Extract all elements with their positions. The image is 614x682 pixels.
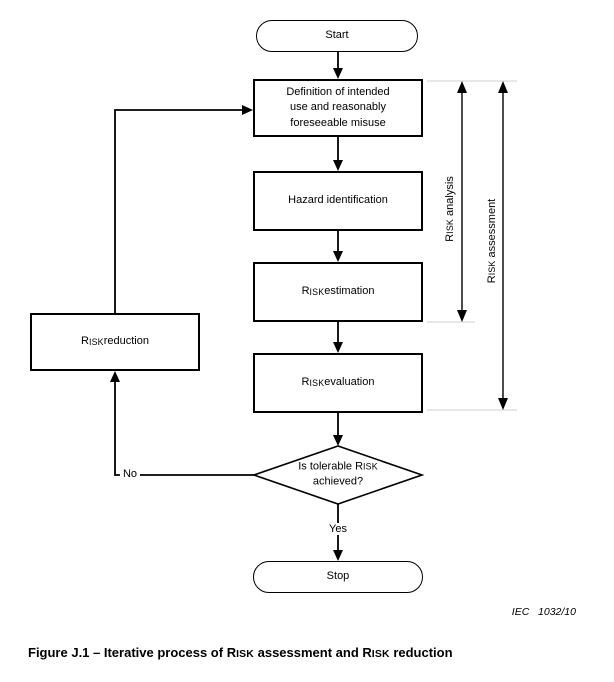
arrowhead-evaluation-decision [333, 435, 343, 446]
node-definition: Definition of intended use and reasonabl… [253, 79, 423, 137]
figure-credit: IEC 1032/10 [511, 606, 576, 618]
arrowhead-decision-stop [333, 550, 343, 561]
node-hazard-identification: Hazard identification [253, 171, 423, 231]
edge-label-yes: Yes [326, 523, 350, 535]
arrowhead-definition-hazard [333, 160, 343, 171]
arrowhead-analysis-top [457, 81, 467, 93]
arrowhead-assessment-bottom [498, 398, 508, 410]
arrowhead-estimation-evaluation [333, 342, 343, 353]
node-start: Start [256, 20, 418, 52]
node-stop: Stop [253, 561, 423, 593]
connector-decision-no-reduction [114, 380, 254, 476]
decision-diamond-shape [251, 445, 425, 505]
bracket-label-risk-analysis: RISK analysis [444, 176, 456, 242]
arrowhead-assessment-top [498, 81, 508, 93]
figure-caption: Figure J.1 – Iterative process of RISK a… [28, 645, 453, 660]
arrowhead-no-reduction [110, 371, 120, 382]
arrowhead-start-definition [333, 68, 343, 79]
connector-reduction-definition [114, 109, 244, 313]
arrowhead-analysis-bottom [457, 310, 467, 322]
edge-label-no: No [119, 468, 141, 480]
arrowhead-reduction-definition [242, 105, 253, 115]
arrowhead-hazard-estimation [333, 251, 343, 262]
node-decision-label: Is tolerable RISK achieved? [298, 460, 378, 488]
bracket-label-risk-assessment: RISK assessment [486, 198, 498, 284]
